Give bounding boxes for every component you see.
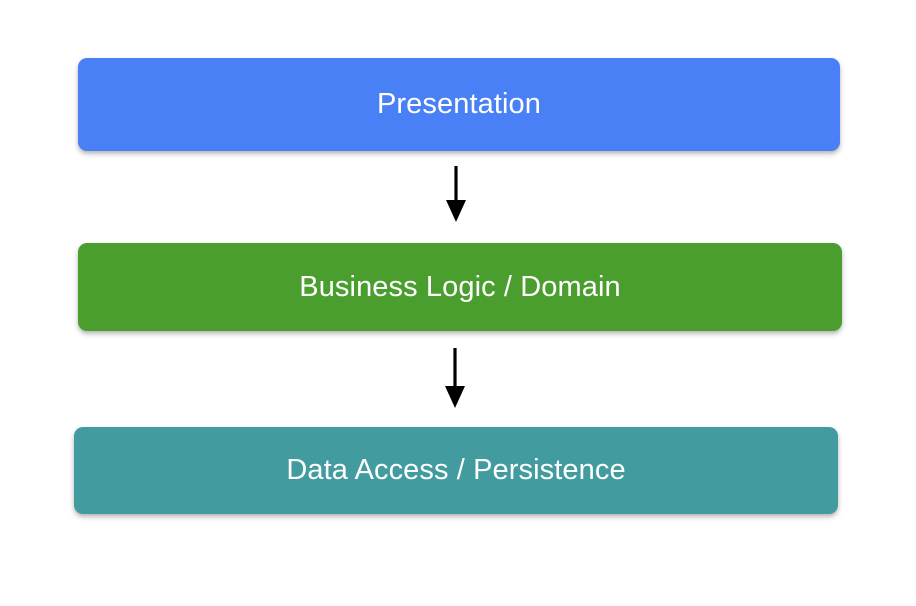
node-presentation[interactable]: Presentation (78, 58, 840, 151)
node-business-logic[interactable]: Business Logic / Domain (78, 243, 842, 331)
node-presentation-label: Presentation (376, 88, 542, 120)
node-data-access[interactable]: Data Access / Persistence (74, 427, 838, 514)
arrow-presentation-to-business (446, 166, 466, 222)
node-data-access-label: Data Access / Persistence (286, 454, 626, 486)
arrow-business-to-data (445, 348, 465, 408)
node-business-logic-label: Business Logic / Domain (299, 270, 621, 303)
